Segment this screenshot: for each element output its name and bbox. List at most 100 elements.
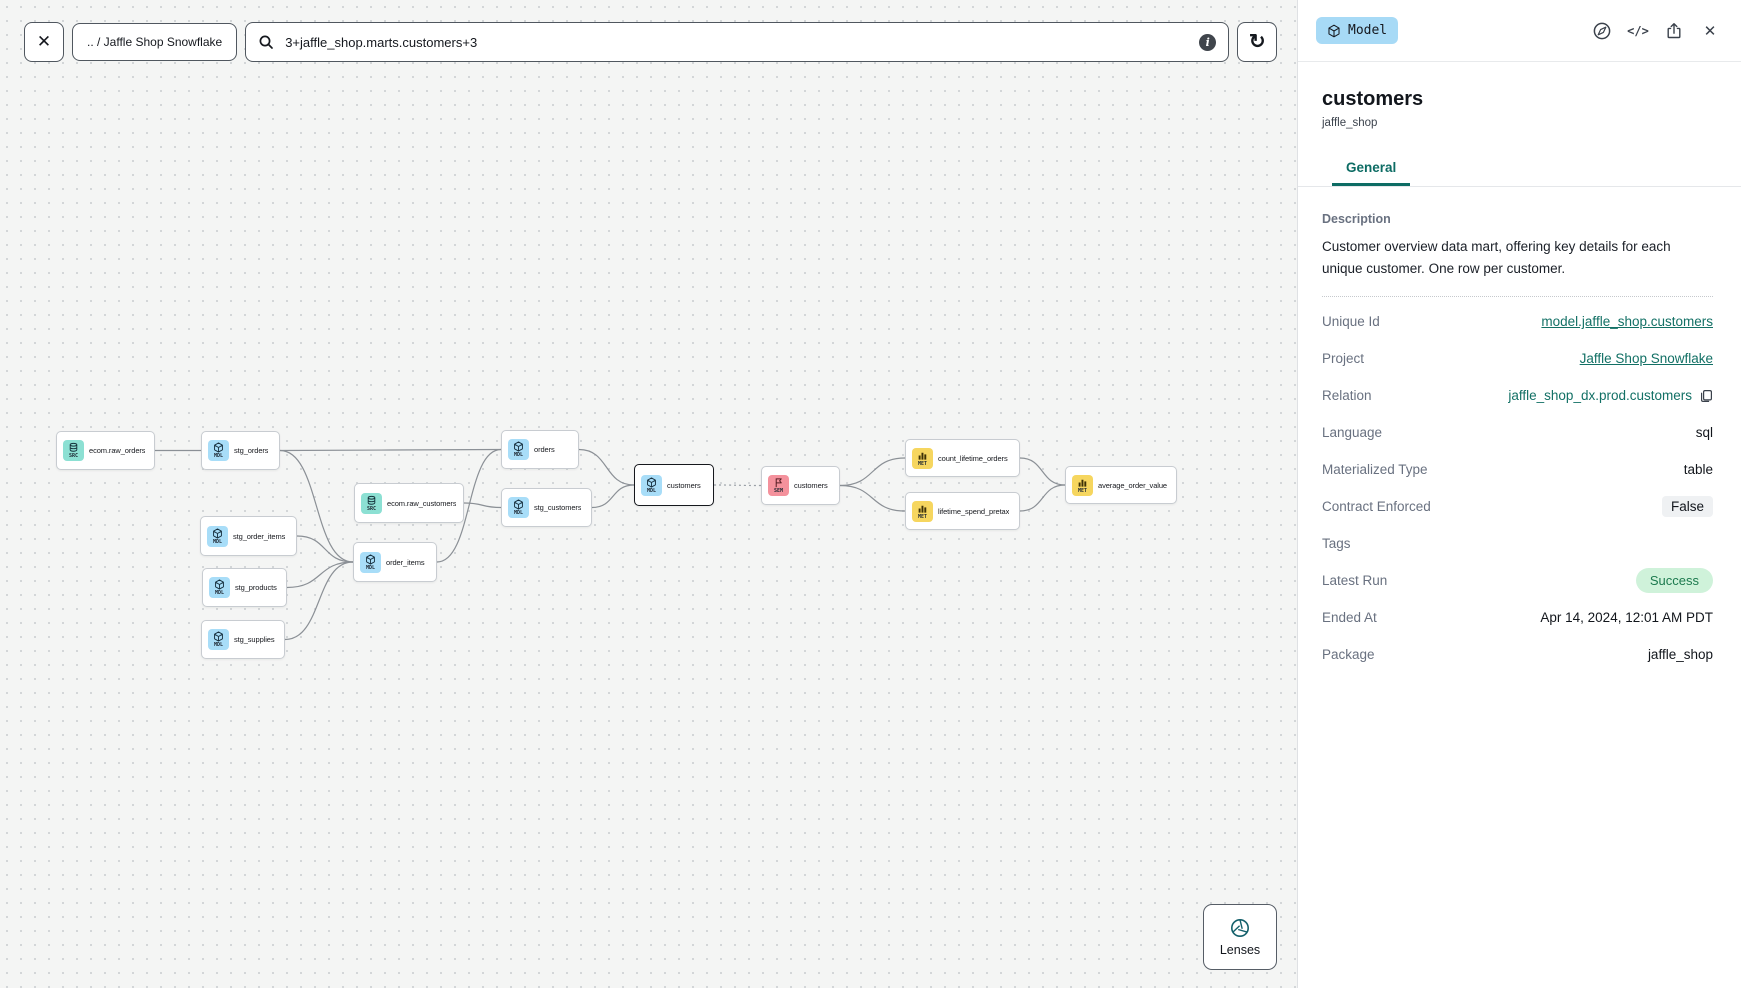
detail-link[interactable]: Jaffle Shop Snowflake bbox=[1579, 351, 1713, 366]
close-lineage-button[interactable]: ✕ bbox=[24, 22, 64, 62]
share-button[interactable] bbox=[1662, 19, 1686, 43]
refresh-icon: ↻ bbox=[1248, 31, 1266, 53]
source-icon: SRC bbox=[361, 492, 382, 514]
panel-actions: </> ✕ bbox=[1590, 19, 1722, 43]
view-code-button[interactable]: </> bbox=[1626, 19, 1650, 43]
panel-tabs: General bbox=[1298, 151, 1741, 187]
model-icon: MDL bbox=[208, 440, 229, 461]
node-stg_order_items[interactable]: MDL stg_order_items bbox=[200, 516, 297, 556]
description-label: Description bbox=[1322, 212, 1391, 226]
node-label: customers bbox=[667, 480, 701, 490]
close-icon: ✕ bbox=[36, 32, 52, 51]
refresh-button[interactable]: ↻ bbox=[1237, 22, 1278, 62]
status-badge: Success bbox=[1635, 568, 1713, 593]
panel-body: customers jaffle_shop General Descriptio… bbox=[1298, 62, 1741, 673]
panel-header: Model </> bbox=[1298, 0, 1741, 62]
node-label: count_lifetime_orders bbox=[938, 453, 1008, 463]
node-stg_orders[interactable]: MDL stg_orders bbox=[201, 431, 280, 470]
model-icon: MDL bbox=[207, 525, 228, 547]
info-icon[interactable]: i bbox=[1199, 33, 1217, 51]
node-count_lifetime_orders[interactable]: MET count_lifetime_orders bbox=[905, 439, 1020, 477]
compass-icon bbox=[1593, 22, 1611, 39]
model-icon: MDL bbox=[360, 551, 381, 573]
page-title: customers bbox=[1322, 88, 1424, 110]
node-label: order_items bbox=[386, 557, 425, 567]
package-subtitle: jaffle_shop bbox=[1322, 117, 1378, 129]
explore-button[interactable] bbox=[1590, 19, 1614, 43]
model-icon: MDL bbox=[508, 497, 529, 518]
detail-label: Tags bbox=[1322, 536, 1351, 551]
detail-value: Apr 14, 2024, 12:01 AM PDT bbox=[1540, 610, 1713, 625]
lineage-edge bbox=[839, 457, 906, 487]
detail-label: Language bbox=[1322, 425, 1383, 440]
lineage-edge bbox=[286, 561, 354, 589]
model-icon: MDL bbox=[508, 439, 529, 460]
contract-badge: False bbox=[1661, 496, 1713, 517]
close-icon: ✕ bbox=[1703, 22, 1717, 40]
lineage-edge bbox=[279, 449, 354, 563]
node-label: lifetime_spend_pretax bbox=[938, 506, 1010, 516]
breadcrumb[interactable]: .. / Jaffle Shop Snowflake bbox=[72, 23, 238, 61]
detail-value: jaffle_shop bbox=[1647, 647, 1713, 662]
node-label: stg_orders bbox=[234, 446, 269, 455]
node-label: stg_order_items bbox=[233, 531, 286, 541]
resource-type-label: Model bbox=[1348, 23, 1388, 38]
node-label: average_order_value bbox=[1098, 480, 1167, 490]
node-stg_products[interactable]: MDL stg_products bbox=[202, 568, 287, 607]
detail-label: Unique Id bbox=[1322, 314, 1380, 329]
lineage-edge bbox=[591, 484, 635, 509]
lenses-button[interactable]: Lenses bbox=[1203, 904, 1277, 970]
semantic-model-icon: SEM bbox=[768, 475, 789, 496]
node-label: stg_customers bbox=[534, 503, 582, 512]
detail-row: Contract Enforced False bbox=[1322, 488, 1713, 525]
detail-label: Contract Enforced bbox=[1322, 499, 1431, 514]
lineage-edge bbox=[1019, 457, 1066, 486]
search-input[interactable] bbox=[283, 33, 1191, 51]
detail-link[interactable]: model.jaffle_shop.customers bbox=[1541, 314, 1713, 329]
lineage-edge bbox=[279, 448, 502, 452]
metric-icon: MET bbox=[912, 447, 933, 469]
tab-general[interactable]: General bbox=[1332, 151, 1411, 186]
lineage-edge bbox=[839, 484, 906, 512]
node-order_items[interactable]: MDL order_items bbox=[353, 542, 437, 582]
description-text: Customer overview data mart, offering ke… bbox=[1322, 239, 1671, 276]
close-panel-button[interactable]: ✕ bbox=[1698, 19, 1722, 43]
detail-label: Relation bbox=[1322, 388, 1372, 403]
node-label: ecom.raw_orders bbox=[89, 446, 146, 455]
search-box[interactable]: i bbox=[245, 22, 1230, 62]
share-icon bbox=[1667, 22, 1681, 38]
node-label: customers bbox=[794, 481, 828, 490]
detail-label: Materialized Type bbox=[1322, 462, 1428, 477]
lineage-edge bbox=[578, 448, 635, 486]
lens-aperture-icon bbox=[1231, 919, 1249, 937]
lineage-edge bbox=[296, 535, 354, 563]
node-label: stg_products bbox=[235, 583, 277, 592]
copy-icon[interactable] bbox=[1699, 389, 1713, 403]
lineage-edges bbox=[154, 448, 1066, 641]
detail-row: Tags bbox=[1322, 525, 1713, 562]
details-panel: Model </> bbox=[1297, 0, 1741, 988]
relation-value: jaffle_shop_dx.prod.customers bbox=[1508, 388, 1692, 403]
detail-row: Ended At Apr 14, 2024, 12:01 AM PDT bbox=[1322, 599, 1713, 636]
lineage-edge bbox=[284, 561, 354, 641]
detail-row: Relation jaffle_shop_dx.prod.customers bbox=[1322, 377, 1713, 414]
model-icon: MDL bbox=[209, 577, 230, 598]
node-label: stg_supplies bbox=[234, 635, 275, 644]
model-cube-icon bbox=[1328, 24, 1340, 37]
detail-label: Ended At bbox=[1322, 610, 1377, 625]
node-stg_customers[interactable]: MDL stg_customers bbox=[501, 488, 592, 527]
node-customers_sem[interactable]: SEM customers bbox=[761, 466, 840, 505]
